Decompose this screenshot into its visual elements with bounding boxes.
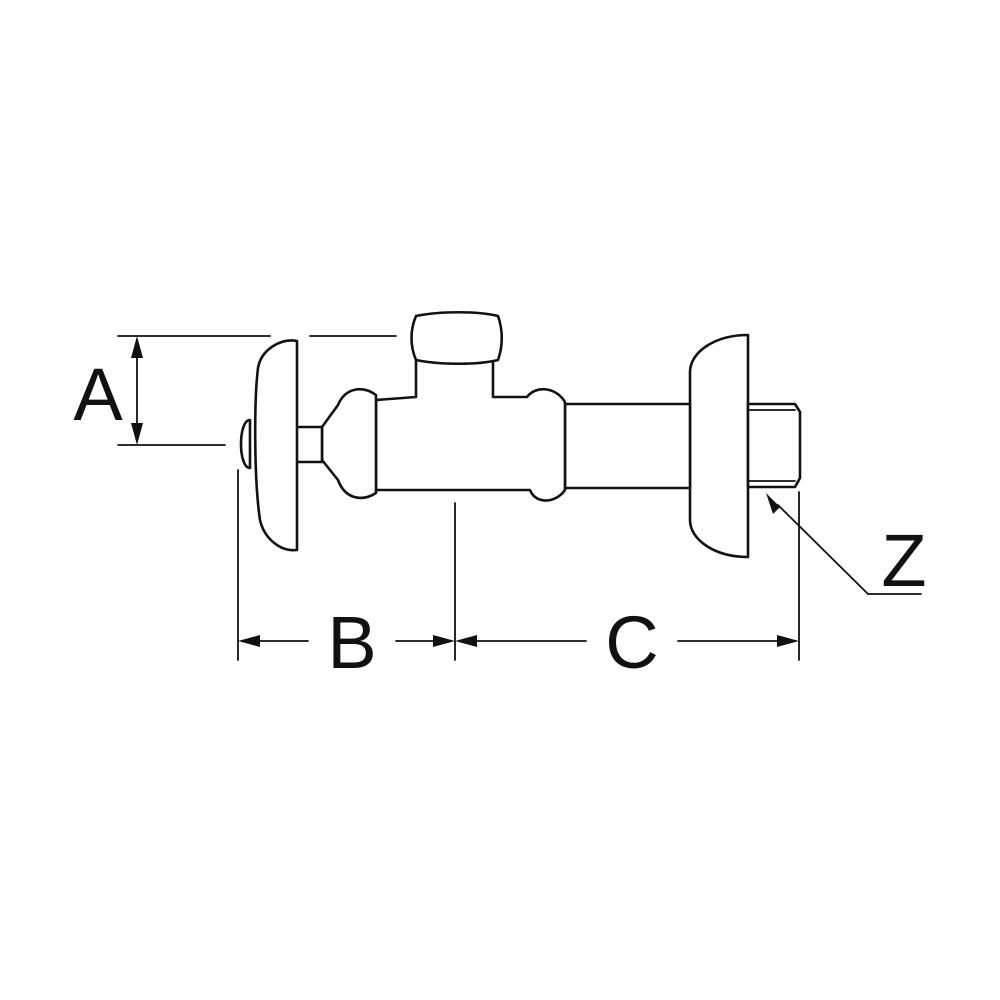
label-z: Z	[881, 519, 926, 602]
label-c: C	[605, 601, 658, 684]
outlet-pipe	[563, 402, 692, 490]
top-cap	[410, 310, 504, 366]
leader-z: Z	[766, 493, 927, 602]
dimension-a: A	[73, 335, 397, 446]
label-b: B	[327, 601, 376, 684]
dimension-c: C	[455, 491, 800, 684]
valve-handle	[253, 339, 299, 552]
label-a: A	[73, 353, 123, 436]
valve-body	[374, 355, 567, 502]
angle-stop-valve	[239, 310, 802, 559]
bonnet-nut	[320, 387, 378, 500]
handle-screw-cap	[239, 418, 252, 470]
threaded-outlet	[746, 402, 802, 489]
dimension-b: B	[237, 469, 456, 684]
valve-stem	[294, 425, 324, 464]
escutcheon-flange	[688, 333, 750, 559]
